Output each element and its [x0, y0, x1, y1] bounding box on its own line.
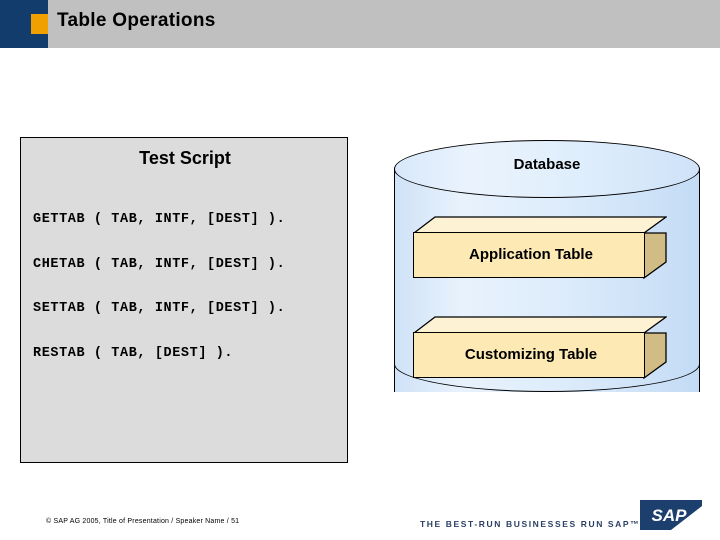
cylinder-top-ellipse: [394, 140, 700, 198]
customizing-table-box: Customizing Table: [413, 316, 667, 380]
header-orange-square: [31, 14, 48, 34]
script-line: RESTAB ( TAB, [DEST] ).: [33, 345, 234, 361]
page-title: Table Operations: [57, 10, 216, 31]
box-front-face: [413, 232, 645, 278]
application-table-box: Application Table: [413, 216, 667, 280]
box-front-face: [413, 332, 645, 378]
test-script-panel: Test Script GETTAB ( TAB, INTF, [DEST] )…: [20, 137, 348, 463]
script-line: SETTAB ( TAB, INTF, [DEST] ).: [33, 301, 286, 316]
test-script-title: Test Script: [139, 148, 231, 168]
box-top-face: [413, 216, 667, 234]
customizing-table-label: Customizing Table: [464, 346, 598, 363]
script-line: GETTAB ( TAB, INTF, [DEST] ).: [33, 212, 286, 227]
header-bar: [0, 0, 720, 48]
box-top-face: [413, 316, 667, 334]
sap-logo: SAP ®: [640, 500, 702, 530]
database-label: Database: [513, 156, 581, 173]
svg-text:®: ®: [690, 522, 694, 529]
test-script-lines: GETTAB ( TAB, INTF, [DEST] ). CHETAB ( T…: [33, 212, 349, 390]
svg-text:SAP: SAP: [652, 506, 688, 525]
footer-tagline: THE BEST-RUN BUSINESSES RUN SAP™: [420, 519, 641, 529]
application-table-label: Application Table: [469, 246, 593, 263]
script-line: CHETAB ( TAB, INTF, [DEST] ).: [33, 256, 286, 272]
footer-copyright: © SAP AG 2005, Title of Presentation / S…: [46, 518, 240, 525]
